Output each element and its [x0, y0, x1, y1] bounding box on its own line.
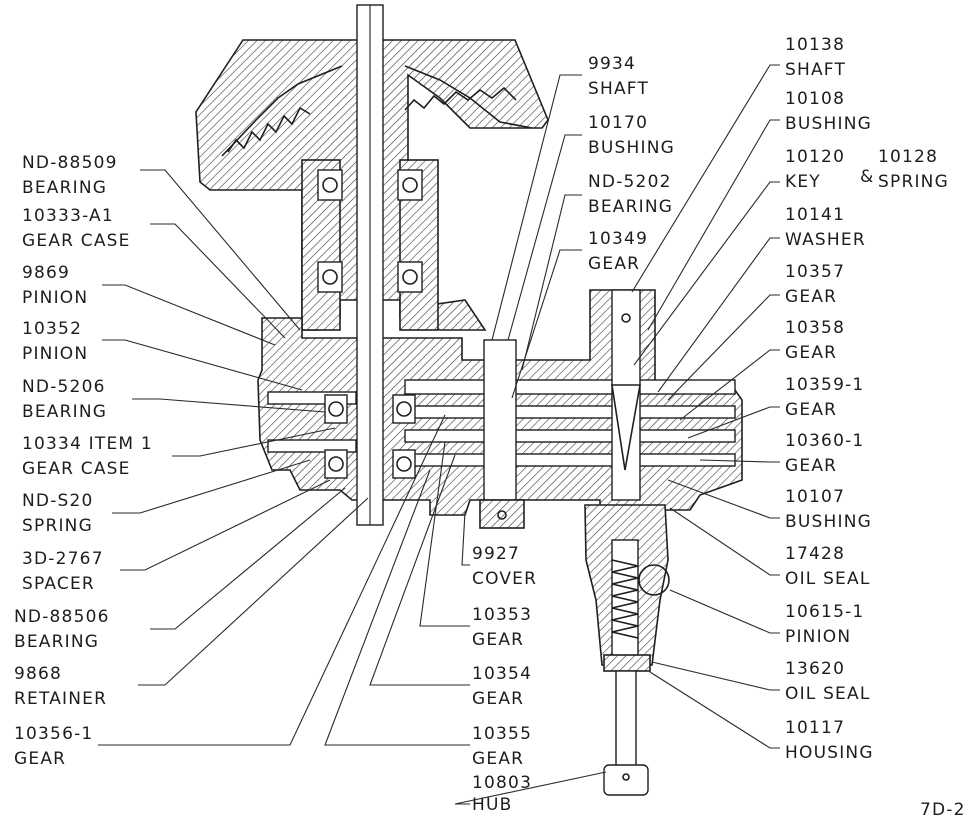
lower-bearing-a: [324, 394, 348, 424]
ball-3: [322, 269, 338, 285]
counter-shaft: [483, 339, 517, 501]
cover-9927: [479, 499, 525, 529]
lower-bearing-c: [324, 449, 348, 479]
lower-rod: [615, 670, 637, 772]
upper-bearing-left: [317, 169, 343, 201]
leader-lines: [98, 64, 780, 805]
right-shaft-hole: [621, 313, 631, 323]
ball-2: [402, 177, 418, 193]
gear-strip-4: [404, 429, 736, 443]
lower-bearing-b: [392, 394, 416, 424]
lower-bearing-d: [392, 449, 416, 479]
mid-bearing-right: [397, 261, 423, 293]
ampersand: &: [860, 167, 874, 187]
ball-5: [328, 401, 344, 417]
assembly-drawing: [195, 4, 743, 796]
gear-strip-6: [267, 439, 357, 453]
cover-hole: [497, 510, 507, 520]
pinion-10615: [638, 564, 670, 596]
pulley-v-grooves-right: [404, 86, 517, 111]
ball-1: [322, 177, 338, 193]
worm-bore: [611, 539, 639, 661]
hub-hole: [622, 773, 630, 781]
ball-8: [396, 456, 412, 472]
mid-bearing-left: [317, 261, 343, 293]
worm-thread: [611, 559, 639, 639]
ball-4: [402, 269, 418, 285]
key-spring: [611, 384, 641, 471]
oil-seal-13620: [603, 654, 651, 672]
drawing-number: 7D-2: [920, 800, 966, 820]
ball-6: [396, 401, 412, 417]
pulley-v-grooves-left: [227, 106, 311, 153]
ball-7: [328, 456, 344, 472]
upper-bearing-right: [397, 169, 423, 201]
pulley-groove-left: [221, 65, 343, 157]
